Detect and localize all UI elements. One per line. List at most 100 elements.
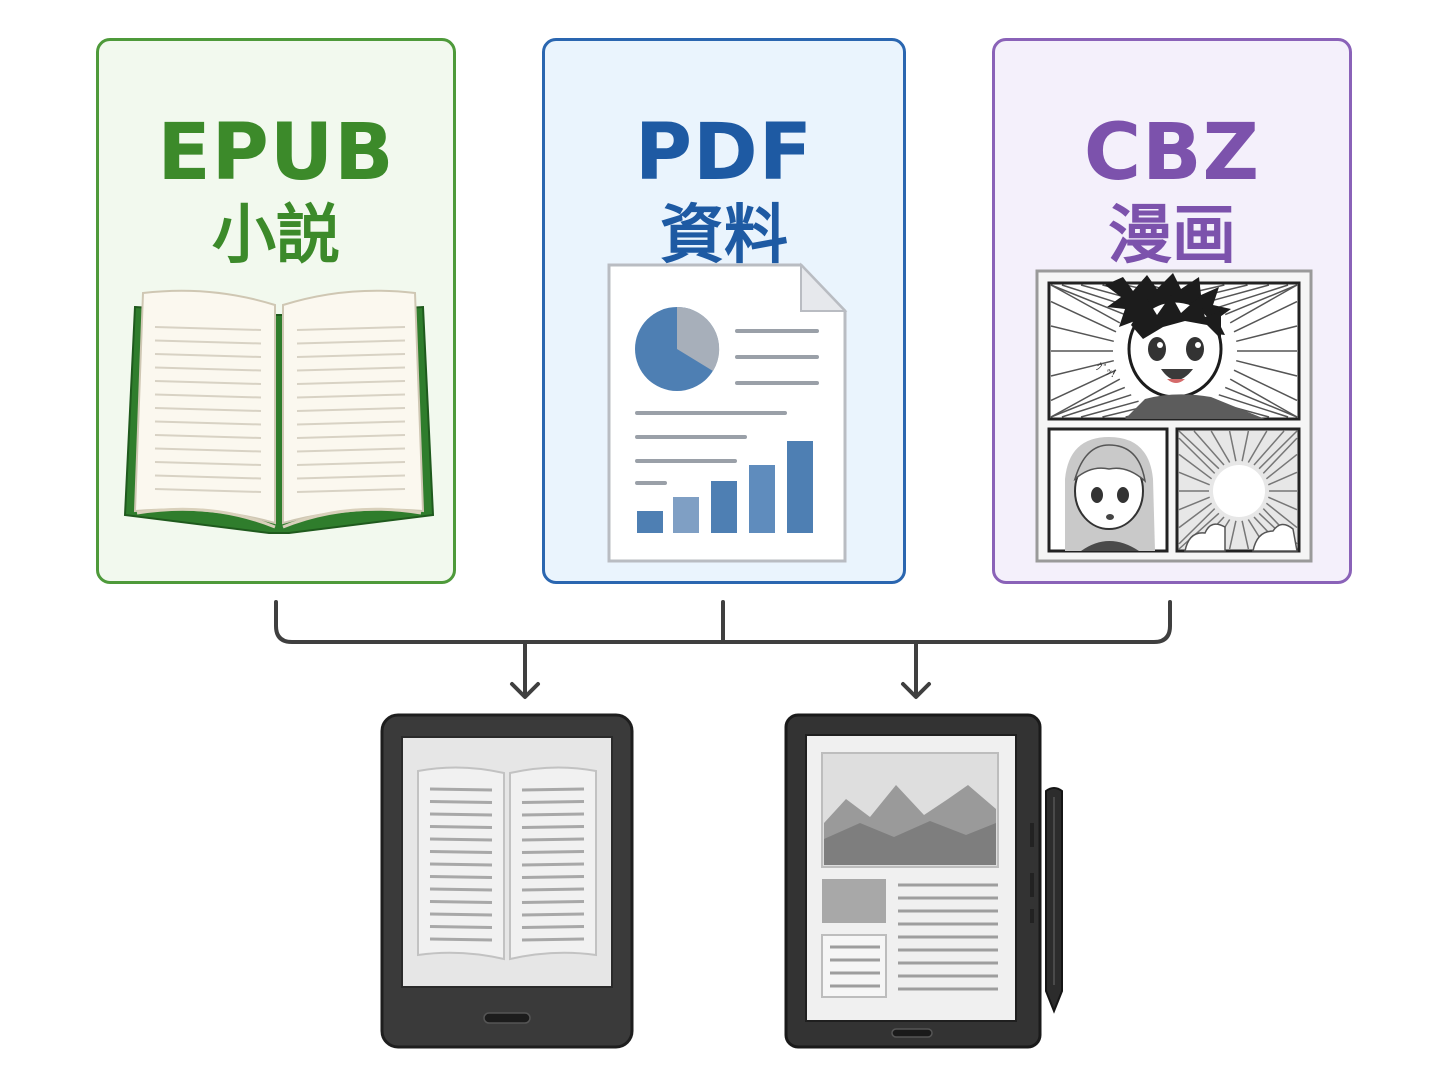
- speed-line: [1218, 284, 1289, 308]
- format-card-epub: EPUB 小説: [96, 38, 456, 584]
- format-title-epub: EPUB: [157, 108, 395, 198]
- speed-line: [1050, 359, 1114, 377]
- ereader-text-line: [521, 825, 585, 829]
- speed-line: [1061, 394, 1132, 418]
- speed-line: [1224, 284, 1298, 316]
- book-text-line: [154, 393, 262, 399]
- speed-line: [1178, 453, 1213, 480]
- ereader-text-line: [521, 925, 585, 929]
- speed-line: [1233, 300, 1298, 333]
- speed-line: [1178, 512, 1220, 550]
- book-text-line: [296, 353, 406, 358]
- book-text-line: [154, 366, 262, 372]
- ereader-text-line: [429, 850, 493, 854]
- speed-line: [1236, 325, 1298, 343]
- book-text-line: [154, 447, 262, 453]
- book-text-line: [154, 339, 262, 345]
- speed-line: [1229, 284, 1298, 324]
- eink-tablet-stylus-icon: [784, 713, 1068, 1049]
- ereader-text-line: [521, 887, 585, 892]
- speed-line: [1253, 430, 1285, 466]
- speed-line: [1262, 437, 1298, 474]
- book-text-line: [296, 434, 406, 439]
- speed-line: [1178, 496, 1210, 511]
- speed-line: [1229, 378, 1298, 418]
- ereader-text-line: [521, 937, 585, 942]
- ereader-text-line: [521, 875, 585, 879]
- ereader-text-line: [521, 900, 585, 904]
- ereader-text-line: [521, 837, 585, 842]
- book-text-line: [296, 420, 406, 426]
- ereader-device-icon: [380, 713, 634, 1049]
- book-text-line: [154, 461, 262, 466]
- speed-line: [1224, 386, 1298, 418]
- speed-line: [1178, 430, 1220, 470]
- format-subtitle-epub: 小説: [212, 199, 340, 273]
- format-subtitle-pdf: 資料: [660, 199, 788, 273]
- ereader-text-line: [429, 875, 493, 879]
- ereader-text-line: [521, 862, 585, 867]
- ereader-text-line: [429, 900, 493, 904]
- book-text-line: [154, 420, 262, 426]
- speed-line: [1228, 430, 1237, 462]
- speed-line: [1050, 284, 1121, 324]
- ereader-text-line: [429, 912, 493, 917]
- ereader-text-line: [521, 800, 585, 804]
- book-text-line: [154, 434, 262, 439]
- speed-line: [1050, 386, 1126, 418]
- arrowhead-ereader: [510, 682, 540, 699]
- book-text-line: [296, 366, 406, 372]
- arrowhead-tablet: [901, 682, 931, 699]
- speed-line: [1193, 430, 1225, 466]
- ereader-text-line: [429, 837, 493, 842]
- book-text-line: [296, 461, 406, 466]
- ereader-text-line: [429, 787, 493, 792]
- manga-page-icon: ｸﾞｯ!: [1035, 269, 1313, 563]
- document-chart-icon: [605, 261, 849, 567]
- speed-line: [1236, 359, 1298, 377]
- book-text-line: [154, 353, 262, 358]
- book-text-line: [154, 474, 262, 480]
- format-title-pdf: PDF: [634, 108, 814, 198]
- book-text-line: [154, 407, 262, 412]
- book-text-line: [296, 380, 406, 385]
- ereader-text-line: [429, 800, 493, 804]
- book-text-line: [296, 407, 406, 412]
- speed-line: [1218, 394, 1289, 418]
- ereader-text-line: [429, 925, 493, 929]
- book-text-line: [296, 326, 406, 331]
- speed-line: [1241, 430, 1250, 462]
- ereader-text-line: [521, 787, 585, 792]
- speed-line: [1050, 284, 1126, 316]
- ereader-text-line: [429, 937, 493, 942]
- speed-line: [1178, 508, 1216, 545]
- speed-line: [1268, 496, 1298, 511]
- speed-line: [1247, 430, 1268, 463]
- speed-line: [1265, 453, 1298, 480]
- speed-line: [1080, 400, 1139, 418]
- book-text-line: [296, 339, 406, 345]
- speed-line: [1050, 378, 1121, 418]
- speed-line: [1050, 369, 1117, 402]
- speed-line: [1178, 471, 1210, 486]
- book-text-line: [154, 326, 262, 331]
- format-card-pdf: PDF 資料: [542, 38, 906, 584]
- speed-line: [1178, 437, 1216, 474]
- open-book-icon: [121, 287, 437, 545]
- format-subtitle-cbz: 漫画: [1108, 199, 1236, 273]
- ereader-text-line: [429, 887, 493, 892]
- ereader-text-line: [429, 862, 493, 867]
- speed-line: [1050, 325, 1114, 343]
- ereader-text-line: [429, 812, 493, 817]
- speed-line: [1178, 502, 1213, 529]
- speed-line: [1265, 502, 1298, 529]
- ereader-text-line: [521, 850, 585, 854]
- book-text-line: [296, 474, 406, 480]
- speed-line: [1241, 520, 1250, 550]
- book-text-line: [296, 393, 406, 399]
- book-text-line: [154, 488, 262, 493]
- book-text-line: [154, 380, 262, 385]
- book-text-line: [296, 488, 406, 493]
- speed-line: [1210, 430, 1231, 463]
